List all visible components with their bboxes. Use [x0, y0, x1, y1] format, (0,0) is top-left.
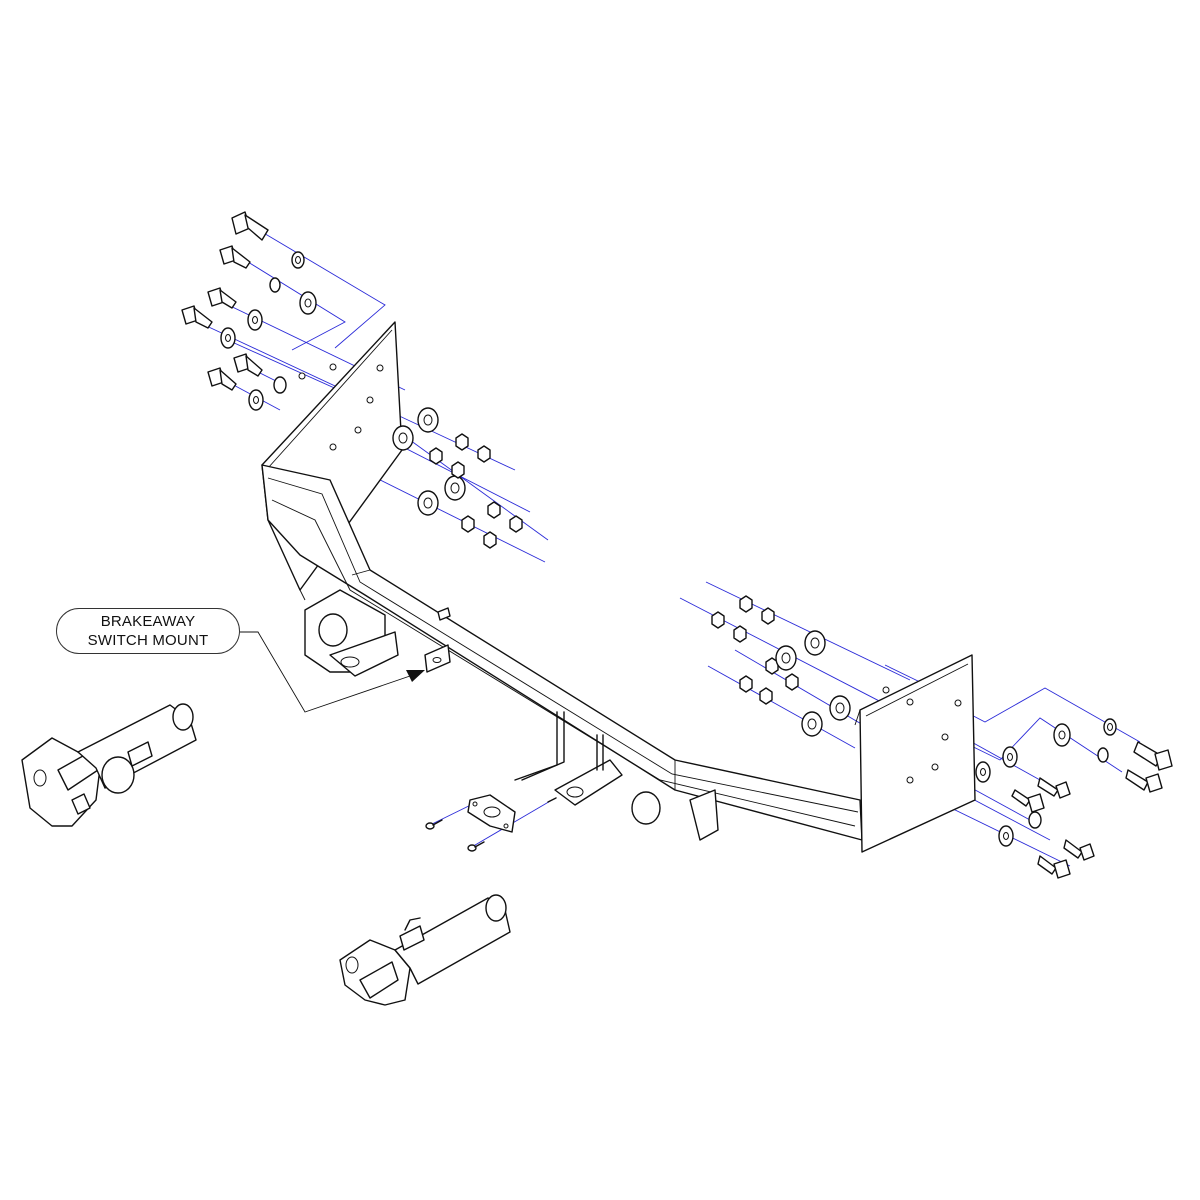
spacer-icon: [392, 407, 466, 516]
nut-icon: [429, 433, 523, 549]
bolt-icon: [1011, 741, 1173, 879]
spacer-icon: [775, 630, 851, 737]
hitch-crossbar: [261, 321, 976, 853]
right-fasteners: [711, 595, 1173, 879]
brakeaway-switch-mount-callout: BRAKEAWAY SWITCH MOUNT: [56, 608, 240, 654]
callout-line-2: SWITCH MOUNT: [87, 632, 209, 649]
washer-icon: [975, 718, 1117, 847]
left-fasteners: [181, 211, 523, 549]
screw-icon: [425, 797, 557, 852]
bolt-icon: [181, 211, 269, 391]
washer-icon: [220, 251, 317, 411]
callout-leader: [240, 631, 425, 713]
clevis-pin-icon: [21, 703, 511, 1006]
harness-bracket: [425, 794, 557, 852]
callout-line-1: BRAKEAWAY: [100, 613, 196, 630]
nut-icon: [711, 595, 799, 705]
